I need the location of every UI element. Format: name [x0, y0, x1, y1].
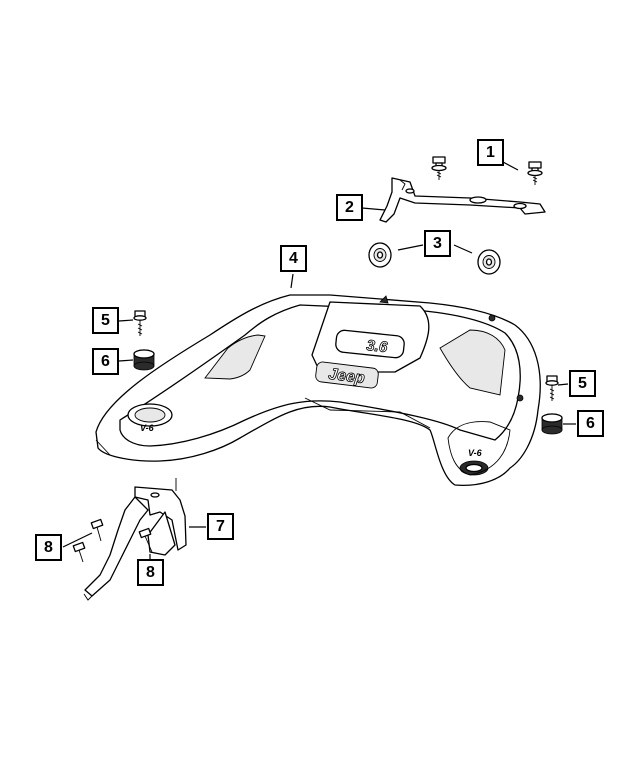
callout-3: 3	[424, 230, 451, 257]
cover-emblem: 3.6	[335, 329, 405, 359]
callout-8-bottom: 8	[137, 559, 164, 586]
svg-text:6: 6	[586, 415, 595, 432]
badge-right-text: V-6	[468, 448, 483, 458]
callout-6-right: 6	[577, 410, 604, 437]
svg-text:8: 8	[146, 564, 155, 581]
part-8-bolt-b	[72, 541, 86, 563]
svg-text:1: 1	[486, 144, 495, 161]
callout-7: 7	[207, 513, 234, 540]
svg-text:5: 5	[101, 312, 110, 329]
callout-4: 4	[280, 245, 307, 272]
callout-5-right: 5	[569, 370, 596, 397]
svg-text:3: 3	[433, 235, 442, 252]
svg-text:2: 2	[345, 199, 354, 216]
callout-1: 1	[477, 139, 504, 166]
svg-text:8: 8	[44, 539, 53, 556]
part-7-support-bracket	[83, 478, 187, 601]
callout-6-left: 6	[92, 348, 119, 375]
svg-text:7: 7	[216, 518, 225, 535]
callout-2: 2	[336, 194, 363, 221]
part-5-bolt-right	[545, 375, 559, 401]
callout-8-left: 8	[35, 534, 62, 561]
badge-left-text: V-6	[140, 423, 155, 433]
part-1-bolt-left	[431, 156, 447, 180]
part-6-isolator-left	[133, 349, 155, 371]
part-8-bolt-c	[138, 527, 153, 553]
part-1-bolt-right	[527, 161, 543, 185]
svg-text:5: 5	[578, 375, 587, 392]
svg-text:6: 6	[101, 353, 110, 370]
part-5-bolt-left	[133, 310, 147, 336]
part-3-grommet-left	[368, 242, 392, 268]
part-8-bolt-a	[90, 518, 104, 542]
part-3-grommet-right	[477, 249, 501, 275]
part-2-bracket	[379, 177, 546, 223]
svg-text:3.6: 3.6	[366, 337, 389, 356]
jeep-badge: Jeep	[315, 361, 379, 389]
part-6-isolator-right	[541, 413, 563, 435]
callout-5-left: 5	[92, 307, 119, 334]
part-4-engine-cover: 3.6 Jeep V-6 V-6	[95, 294, 541, 486]
svg-text:4: 4	[289, 250, 298, 267]
jeep-brand-text: Jeep	[327, 366, 365, 387]
